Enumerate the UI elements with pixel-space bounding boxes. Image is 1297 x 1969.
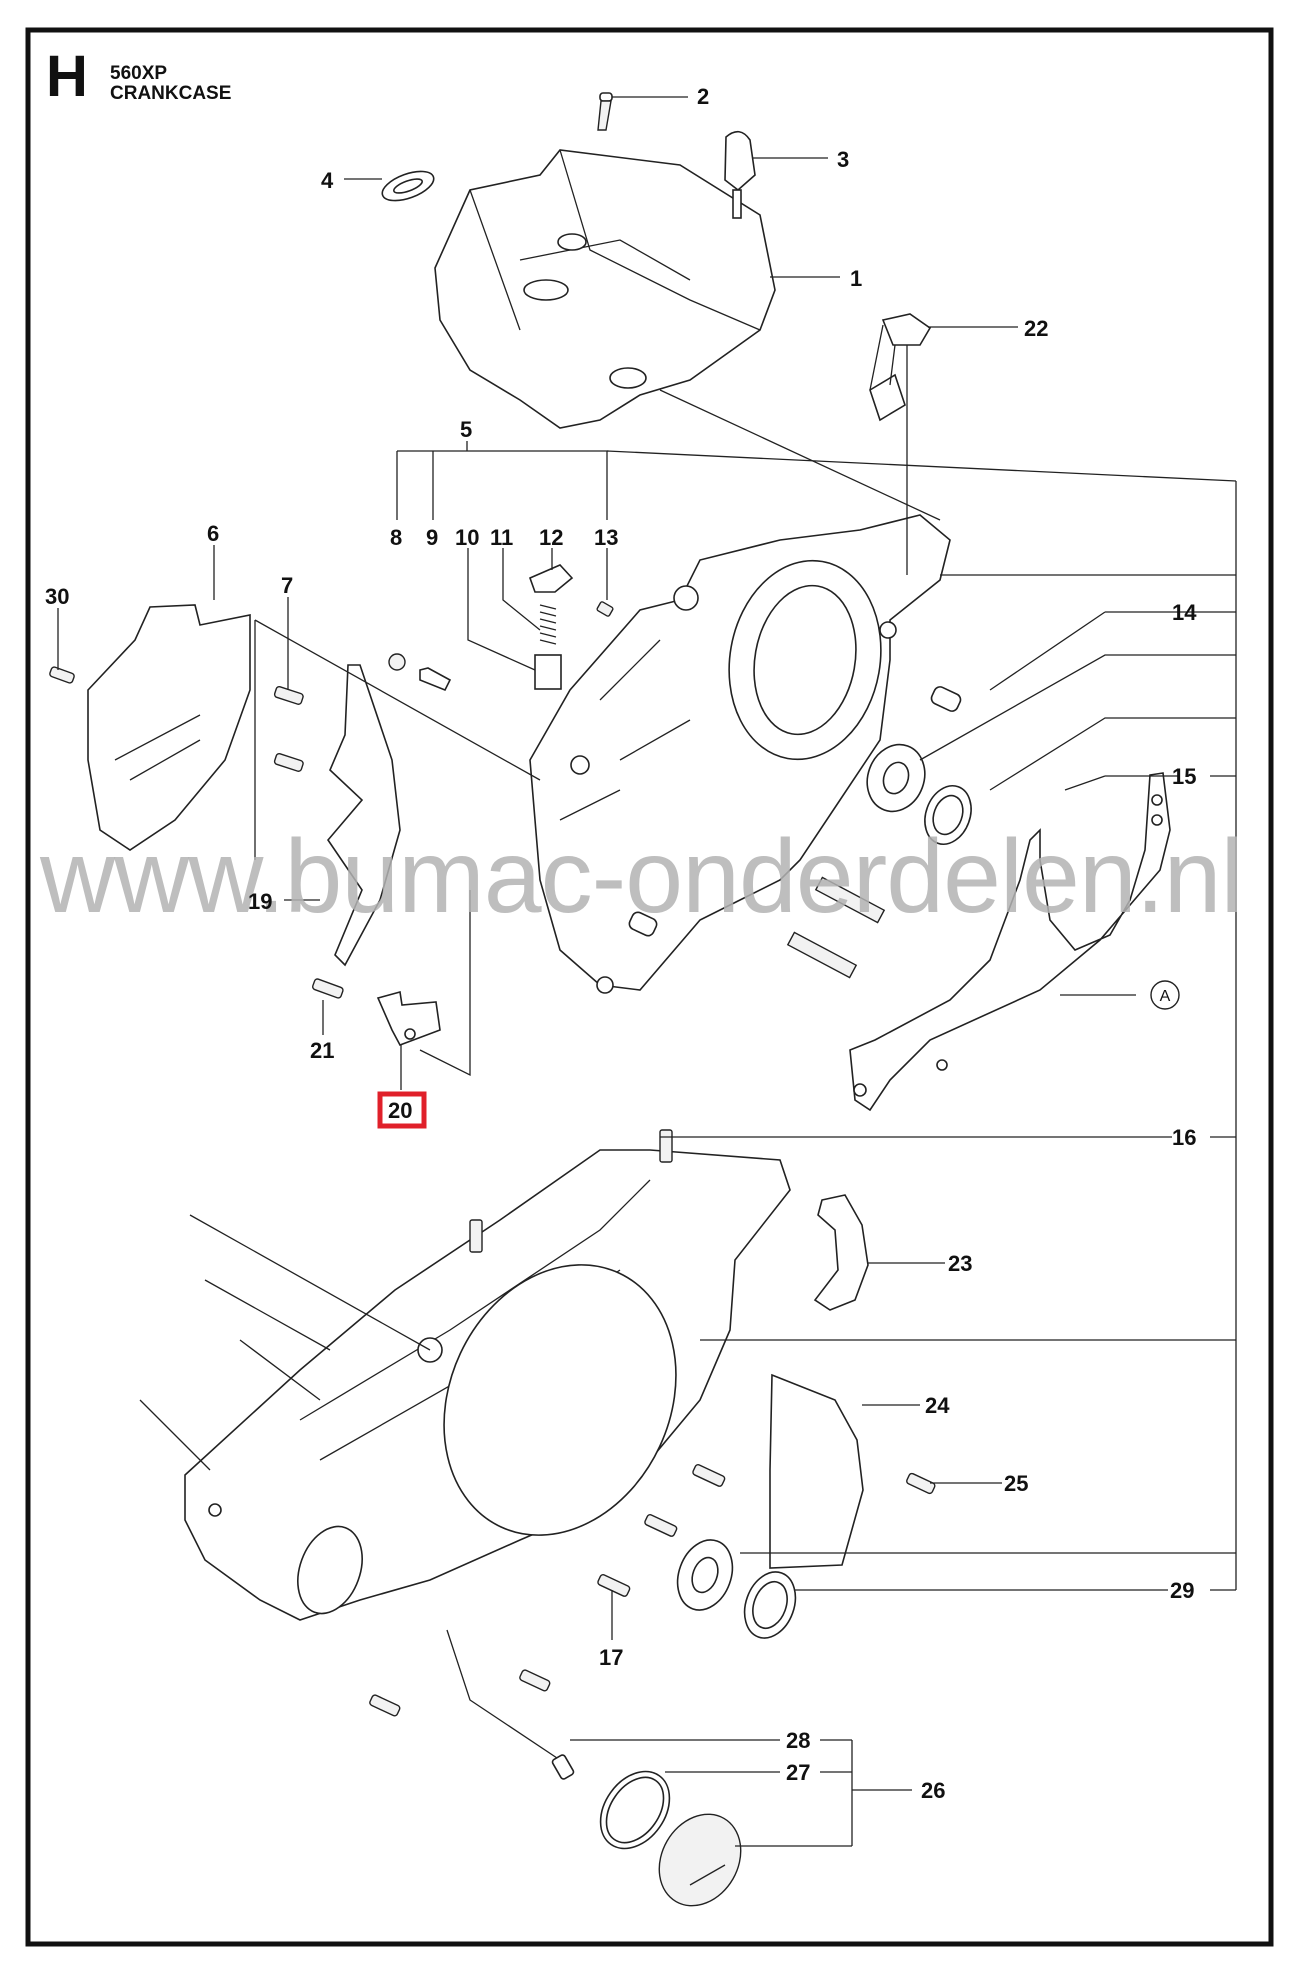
leader-lines: [57, 96, 1237, 1847]
callout-24[interactable]: 24: [925, 1393, 950, 1418]
part-7-screws[interactable]: [273, 685, 304, 772]
part-2-screw[interactable]: [597, 92, 613, 131]
part-29-seal[interactable]: [736, 1565, 804, 1645]
part-9-pin[interactable]: [419, 667, 452, 692]
highlight-box-20: [377, 1091, 427, 1129]
callout-20[interactable]: 20: [388, 1098, 412, 1123]
part-3-clip[interactable]: [724, 130, 756, 219]
part-22-bracket[interactable]: [869, 313, 932, 422]
page-frame: [25, 27, 1274, 1947]
part-6-cover[interactable]: [87, 604, 251, 851]
part-bearing-lower[interactable]: [668, 1532, 741, 1617]
callout-13[interactable]: 13: [594, 525, 618, 550]
callout-26[interactable]: 26: [921, 1778, 945, 1803]
part-13-screw[interactable]: [596, 601, 614, 617]
part-14-sleeve[interactable]: [930, 685, 963, 713]
callout-1[interactable]: 1: [850, 266, 862, 291]
section-letter: H: [46, 44, 88, 109]
callout-27[interactable]: 27: [786, 1760, 810, 1785]
callout-23[interactable]: 23: [948, 1251, 972, 1276]
callout-22[interactable]: 22: [1024, 316, 1048, 341]
part-27-oring[interactable]: [586, 1758, 683, 1861]
callout-9[interactable]: 9: [426, 525, 438, 550]
callout-17[interactable]: 17: [599, 1645, 623, 1670]
callout-21[interactable]: 21: [310, 1038, 334, 1063]
callout-8[interactable]: 8: [390, 525, 402, 550]
part-bearing-upper[interactable]: [858, 736, 934, 819]
part-21-screw[interactable]: [311, 978, 344, 999]
part-24-cover[interactable]: [769, 1373, 864, 1569]
callout-3[interactable]: 3: [837, 147, 849, 172]
part-4-grommet[interactable]: [379, 165, 438, 206]
part-20-chain-catcher[interactable]: [376, 990, 441, 1046]
part-30-screw[interactable]: [49, 666, 75, 684]
part-10-block[interactable]: [534, 654, 562, 690]
callout-6[interactable]: 6: [207, 521, 219, 546]
part-11-spring[interactable]: [539, 604, 557, 645]
callout-12[interactable]: 12: [539, 525, 563, 550]
model-name: 560XP: [110, 63, 167, 84]
callout-14[interactable]: 14: [1172, 600, 1197, 625]
callout-19[interactable]: 19: [248, 889, 272, 914]
part-19-plate[interactable]: [326, 664, 401, 967]
callout-29[interactable]: 29: [1170, 1578, 1194, 1603]
part-28-hose[interactable]: [446, 1629, 575, 1780]
callout-labels: 2 3 4 1 22 5 8 9 10 11 12 13 6 7 30 14 1…: [45, 84, 1197, 1803]
callout-16[interactable]: 16: [1172, 1125, 1196, 1150]
part-23-buffer[interactable]: [813, 1194, 869, 1311]
callout-28[interactable]: 28: [786, 1728, 810, 1753]
part-26-oil-cap[interactable]: [643, 1799, 757, 1920]
callout-7[interactable]: 7: [281, 573, 293, 598]
callout-30[interactable]: 30: [45, 584, 69, 609]
part-1-tank-housing[interactable]: [434, 149, 776, 429]
part-lower-screws[interactable]: [369, 1129, 936, 1717]
reference-marker-a: A: [1150, 980, 1180, 1010]
callout-4[interactable]: 4: [321, 168, 334, 193]
part-12-lever[interactable]: [528, 564, 574, 593]
callout-5[interactable]: 5: [460, 417, 472, 442]
section-title: CRANKCASE: [110, 83, 231, 104]
part-16-gasket[interactable]: [849, 772, 1171, 1112]
svg-text:A: A: [1160, 988, 1171, 1005]
callout-15[interactable]: 15: [1172, 764, 1196, 789]
part-5-crankcase-half[interactable]: [529, 514, 951, 994]
part-studs[interactable]: [627, 876, 886, 979]
part-crankcase-lower[interactable]: [184, 1149, 791, 1623]
watermark-text: www.bumac-onderdelen.nl: [39, 819, 1243, 935]
callout-10[interactable]: 10: [455, 525, 479, 550]
callout-25[interactable]: 25: [1004, 1471, 1028, 1496]
callout-2[interactable]: 2: [697, 84, 709, 109]
part-8-nut[interactable]: [388, 653, 406, 671]
callout-11[interactable]: 11: [490, 525, 513, 550]
part-15-seal[interactable]: [917, 779, 979, 850]
